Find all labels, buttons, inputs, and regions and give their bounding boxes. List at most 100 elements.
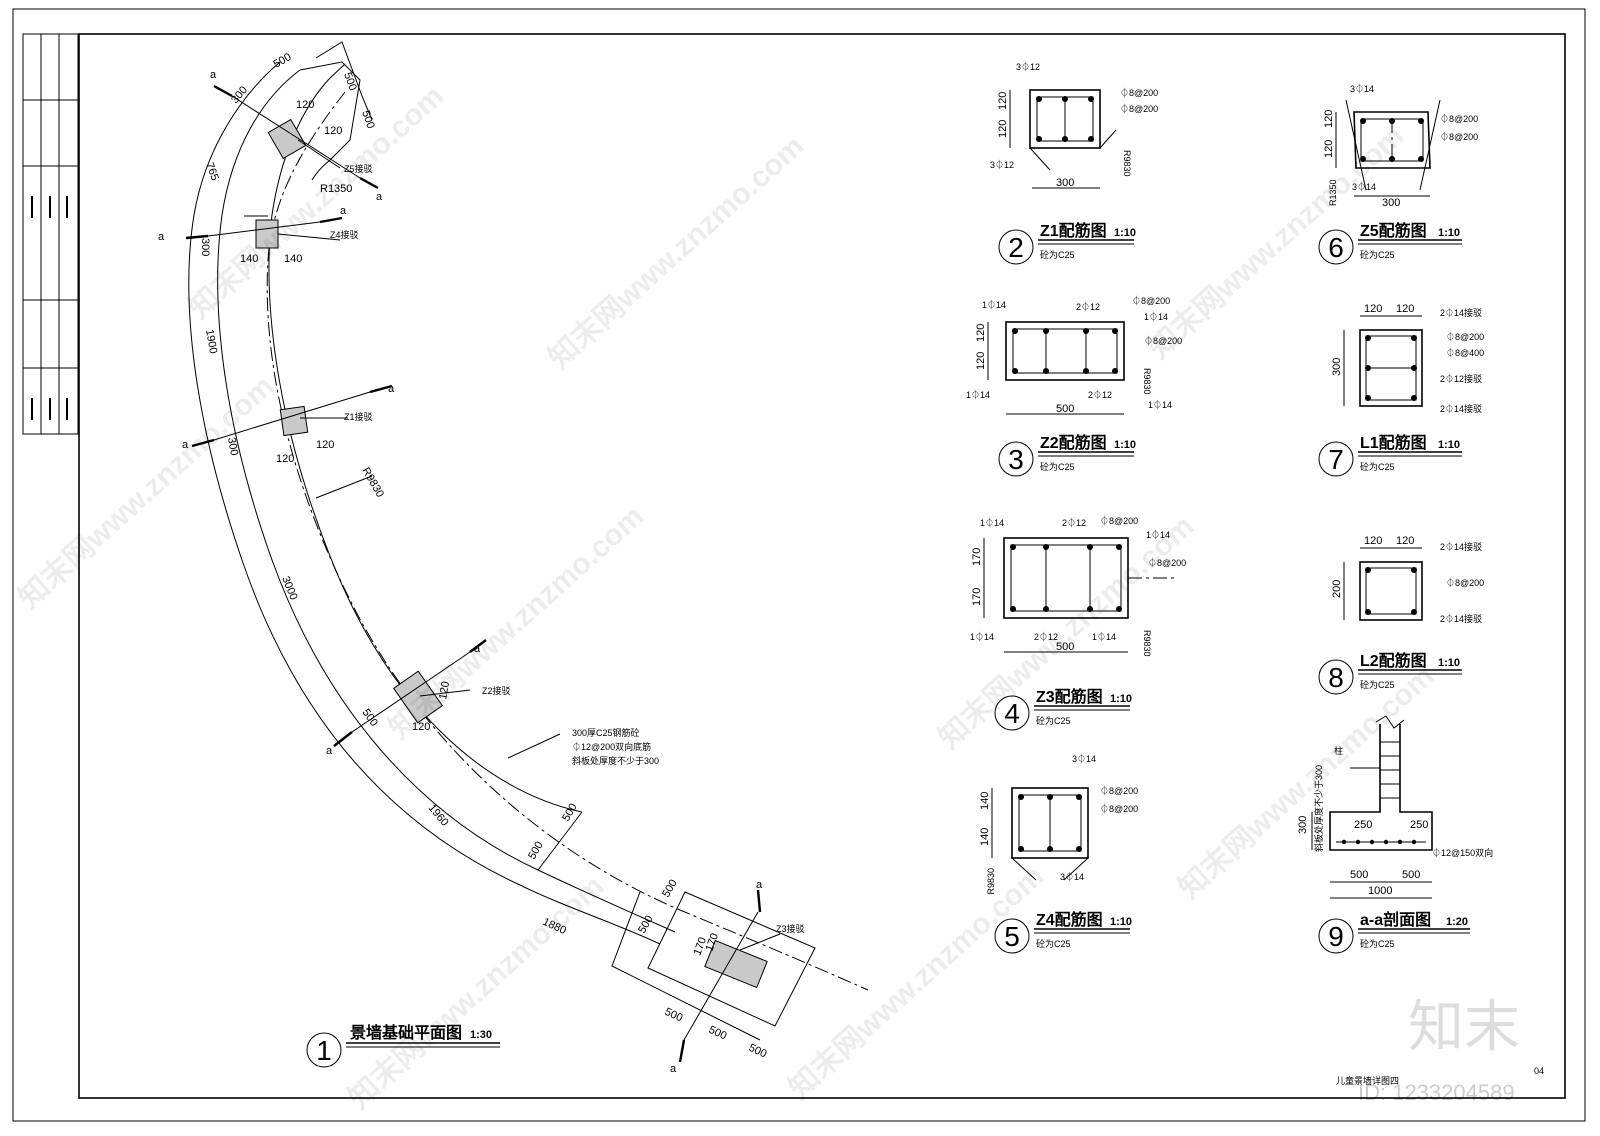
plan-dim: 500 (747, 1042, 769, 1061)
plan-dim: 1960 (426, 802, 451, 828)
detail-z2-title: Z2配筋图 (1040, 433, 1107, 452)
plan-dim: 300 (199, 238, 211, 256)
section-label: 斜板处厚度不少于300 (1313, 765, 1324, 852)
detail-aa-title: a-a剖面图 (1360, 910, 1431, 929)
detail-l2-number: 8 (1328, 662, 1344, 693)
watermarks: 知末网www.znzmo.com 知末网www.znzmo.com 知末网www… (13, 79, 1520, 1115)
detail-title-marks (306, 229, 1470, 1068)
detail-dim: 170 (971, 588, 983, 606)
section-mark: a (756, 879, 763, 891)
detail-aa-concrete: 砼为C25 (1360, 938, 1395, 949)
rebar-label: 3⏀14 (1350, 83, 1374, 94)
rebar-label: ⏀8@200 (1100, 515, 1138, 526)
watermark-text: 知末网www.znzmo.com (543, 129, 811, 375)
rebar-label: ⏀8@200 (1148, 557, 1186, 568)
detail-dim: 170 (971, 548, 983, 566)
detail-z3-scale: 1:10 (1110, 693, 1132, 705)
rebar-label: ⏀8@200 (1144, 335, 1182, 346)
watermark-text: 知末网www.znzmo.com (13, 369, 281, 615)
plan-dim: 500 (560, 802, 580, 824)
plan-dim: 140 (240, 253, 258, 265)
watermark-text: 知末网www.znzmo.com (383, 499, 651, 745)
watermark-text: 知末网www.znzmo.com (343, 869, 611, 1115)
title-block (22, 33, 79, 435)
section-mark: a (158, 231, 165, 243)
detail-z2-concrete: 砼为C25 (1040, 461, 1075, 472)
section-mark: a (474, 643, 481, 655)
z3-pad (647, 891, 816, 1027)
detail-z1-drawing (1009, 89, 1117, 189)
detail-dim: 500 (1056, 403, 1074, 415)
detail-z5-number: 6 (1328, 232, 1344, 263)
detail-z4-drawing (991, 787, 1089, 881)
detail-dim: 300 (1331, 358, 1343, 376)
detail-z3-concrete: 砼为C25 (1036, 715, 1071, 726)
plan-note-1: 300厚C25钢筋砼 (572, 727, 640, 738)
rebar-label: 1⏀14 (1092, 631, 1116, 642)
detail-dim: 120 (997, 92, 1009, 110)
detail-dim: 500 (1350, 869, 1368, 881)
detail-z5-concrete: 砼为C25 (1360, 249, 1395, 260)
detail-z4-number: 5 (1004, 921, 1020, 952)
detail-l2-title: L2配筋图 (1360, 651, 1427, 670)
column-label-z3: Z3接驳 (776, 923, 805, 934)
detail-z2-number: 3 (1008, 444, 1024, 475)
plan-note-2: ⏀12@200双向底筋 (572, 741, 651, 752)
detail-l2-concrete: 砼为C25 (1360, 679, 1395, 690)
rebar-label: 2⏀14接驳 (1440, 403, 1482, 414)
rebar-label: ⏀8@200 (1446, 331, 1484, 342)
section-mark: a (326, 745, 333, 757)
rebar-label: 1⏀14 (982, 299, 1006, 310)
rebar-label: 1⏀14 (1148, 399, 1172, 410)
detail-aa-scale: 1:20 (1446, 916, 1468, 928)
detail-dim: 250 (1410, 819, 1428, 831)
plan-scale: 1:30 (470, 1029, 492, 1041)
detail-dim: 120 (997, 120, 1009, 138)
plan-dim: 170 (704, 932, 722, 953)
rebar-label: 1⏀14 (1146, 529, 1170, 540)
rebar-label: 1⏀14 (970, 631, 994, 642)
detail-z5-scale: 1:10 (1438, 227, 1460, 239)
detail-dim: 120 (1396, 535, 1414, 547)
detail-z1-concrete: 砼为C25 (1040, 249, 1075, 260)
detail-dim: 120 (1396, 303, 1414, 315)
plan-note-3: 斜板处厚度不少于300 (572, 755, 659, 766)
detail-l1-drawing (1343, 315, 1423, 407)
detail-dim: 140 (979, 828, 991, 846)
watermark-text: 知末网www.znzmo.com (783, 859, 1051, 1105)
centerline (266, 91, 869, 991)
rebar-label: ⏀8@200 (1120, 87, 1158, 98)
detail-z1-title: Z1配筋图 (1040, 221, 1107, 240)
plan-dim: 120 (412, 721, 430, 733)
plan-dim: 120 (324, 125, 342, 137)
plan-dim: 500 (272, 51, 294, 71)
detail-dim: 120 (1364, 303, 1382, 315)
section-mark: a (670, 1063, 677, 1075)
section-mark: a (340, 205, 347, 217)
detail-dim: 1000 (1368, 885, 1392, 897)
section-label: 柱 (1334, 745, 1343, 756)
plan-dim: 170 (692, 936, 710, 957)
detail-l1-concrete: 砼为C25 (1360, 461, 1395, 472)
detail-labels: 3⏀12 ⏀8@200 ⏀8@200 3⏀12 R9830 1⏀14 2⏀12 … (966, 61, 1493, 895)
detail-aa-number: 9 (1328, 921, 1344, 952)
detail-dim: 500 (1056, 641, 1074, 653)
watermark-text: 知末网www.znzmo.com (1143, 119, 1411, 365)
plan-dim: R1350 (320, 183, 352, 195)
rebar-label: ⏀8@400 (1446, 347, 1484, 358)
detail-z3-number: 4 (1004, 698, 1020, 729)
detail-dim: 300 (1382, 197, 1400, 209)
detail-dim: 500 (1402, 869, 1420, 881)
detail-l2-drawing (1343, 547, 1423, 621)
leaders (207, 95, 781, 1041)
rebar-label: 2⏀12 (1076, 301, 1100, 312)
detail-dim: 250 (1354, 819, 1372, 831)
plan-dim: 500 (526, 840, 546, 862)
watermark-id: ID: 1233204589 (1358, 1080, 1515, 1105)
rebar-label: R9830 (986, 868, 996, 895)
pad-dim-line (611, 891, 761, 1041)
detail-dim: 300 (1056, 177, 1074, 189)
rebar-label: 2⏀14接驳 (1440, 307, 1482, 318)
rebar-label: 3⏀12 (990, 159, 1014, 170)
rebar-label: R9830 (1142, 630, 1152, 657)
